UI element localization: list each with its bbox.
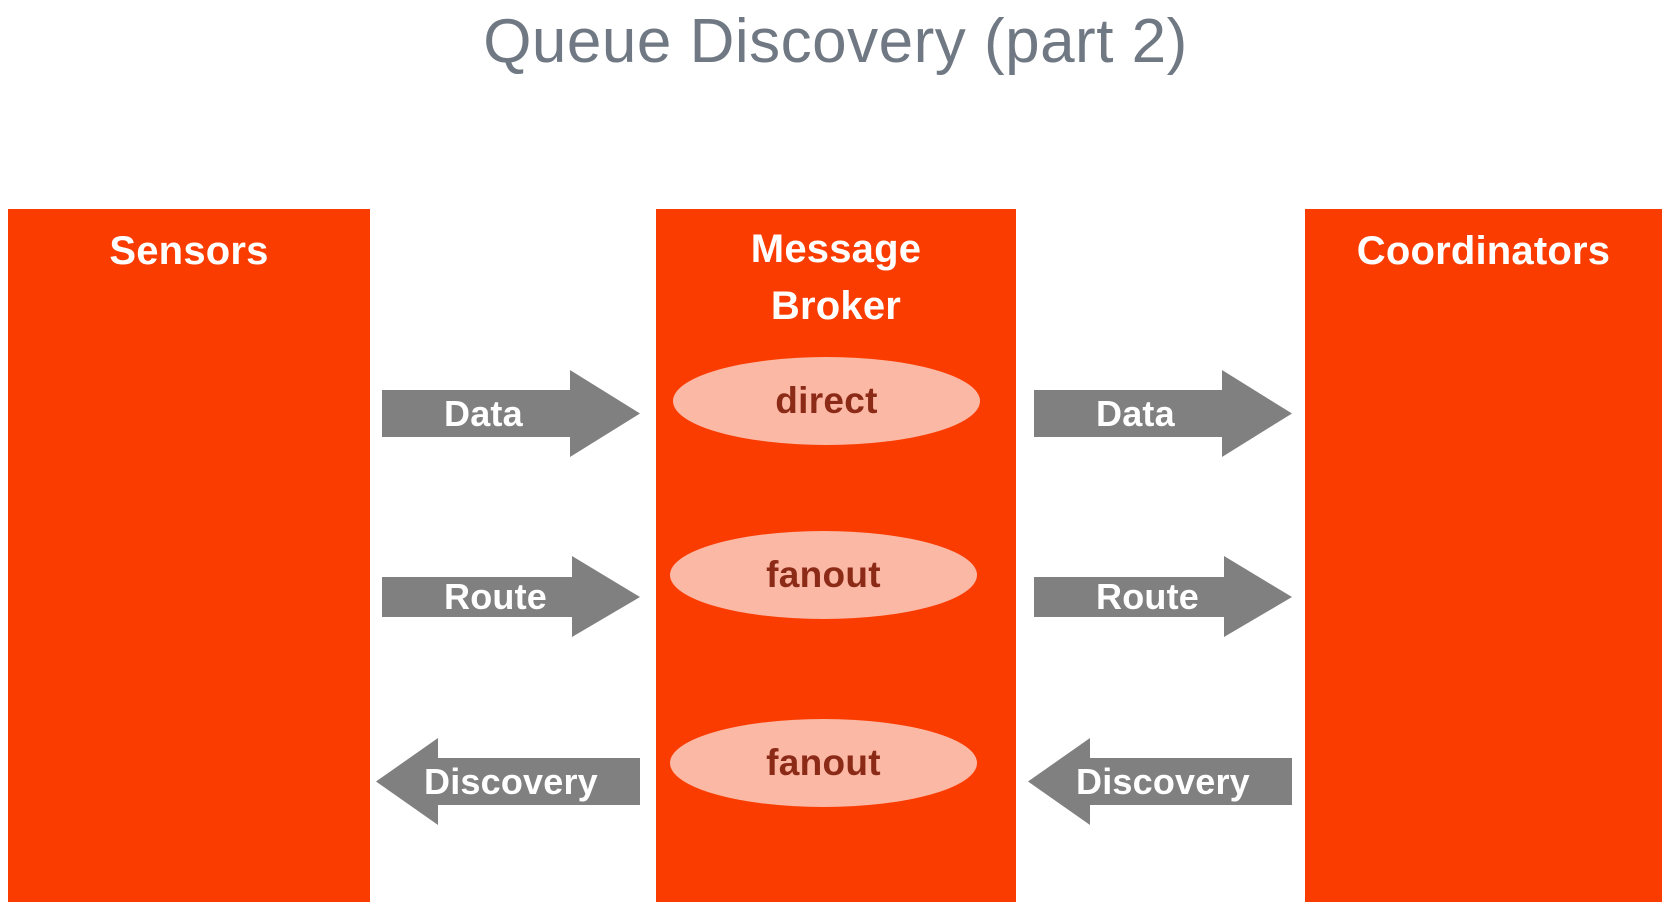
exchange-fanout-discovery: fanout — [670, 719, 977, 807]
arrow-discovery-left: Discovery — [376, 738, 640, 825]
arrow-right-icon — [382, 556, 640, 637]
column-message-broker-title-line1: Message — [750, 227, 922, 271]
arrow-route-right: Route — [1034, 553, 1292, 640]
column-sensors: Sensors — [8, 209, 370, 902]
column-coordinators-title: Coordinators — [1356, 229, 1611, 273]
arrow-right-icon — [382, 370, 640, 457]
column-coordinators: Coordinators — [1305, 209, 1662, 902]
arrow-left-icon — [1028, 738, 1292, 825]
arrow-right-icon — [1034, 370, 1292, 457]
exchange-direct: direct — [673, 357, 980, 445]
page-title: Queue Discovery (part 2) — [483, 7, 1188, 76]
arrow-discovery-right: Discovery — [1028, 738, 1292, 825]
column-message-broker-title-line2: Broker — [770, 284, 902, 328]
arrow-route-left: Route — [382, 553, 640, 640]
arrow-right-icon — [1034, 556, 1292, 637]
column-message-broker-title: Message Broker — [656, 221, 1016, 335]
column-sensors-title: Sensors — [109, 229, 269, 273]
exchange-fanout-route: fanout — [670, 531, 977, 619]
arrow-data-right: Data — [1034, 370, 1292, 457]
arrow-left-icon — [376, 738, 640, 825]
arrow-data-left: Data — [382, 370, 640, 457]
